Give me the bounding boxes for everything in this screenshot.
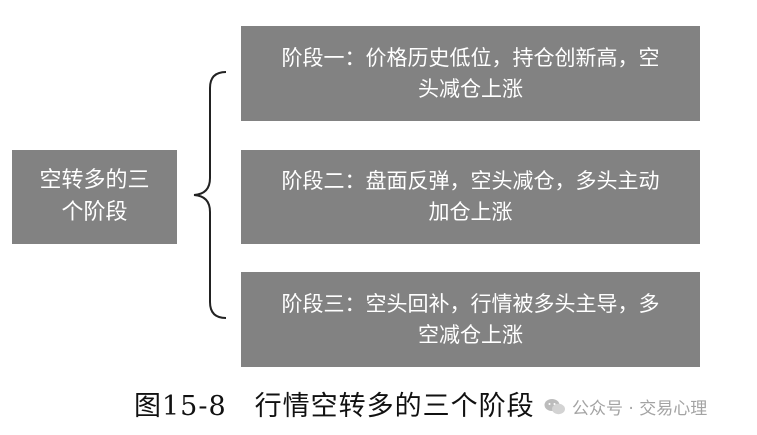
stage-1-label: 阶段一：价格历史低位，持仓创新高，空头减仓上涨 (281, 45, 660, 101)
watermark: 公众号 · 交易心理 (544, 394, 707, 419)
root-node-label: 空转多的三个阶段 (39, 168, 150, 225)
watermark-text: 公众号 · 交易心理 (572, 399, 708, 419)
stage-3-node: 阶段三：空头回补，行情被多头主导，多空减仓上涨 (241, 272, 700, 367)
figure-caption: 图15-8 行情空转多的三个阶段 (134, 391, 535, 422)
stage-2-label: 阶段二：盘面反弹，空头减仓，多头主动加仓上涨 (281, 169, 660, 224)
curly-brace-connector (193, 71, 227, 319)
root-node: 空转多的三个阶段 (12, 150, 177, 244)
stage-1-node: 阶段一：价格历史低位，持仓创新高，空头减仓上涨 (241, 26, 700, 121)
stage-2-node: 阶段二：盘面反弹，空头减仓，多头主动加仓上涨 (241, 150, 700, 244)
stage-3-label: 阶段三：空头回补，行情被多头主导，多空减仓上涨 (281, 291, 660, 347)
wechat-icon (544, 398, 565, 414)
